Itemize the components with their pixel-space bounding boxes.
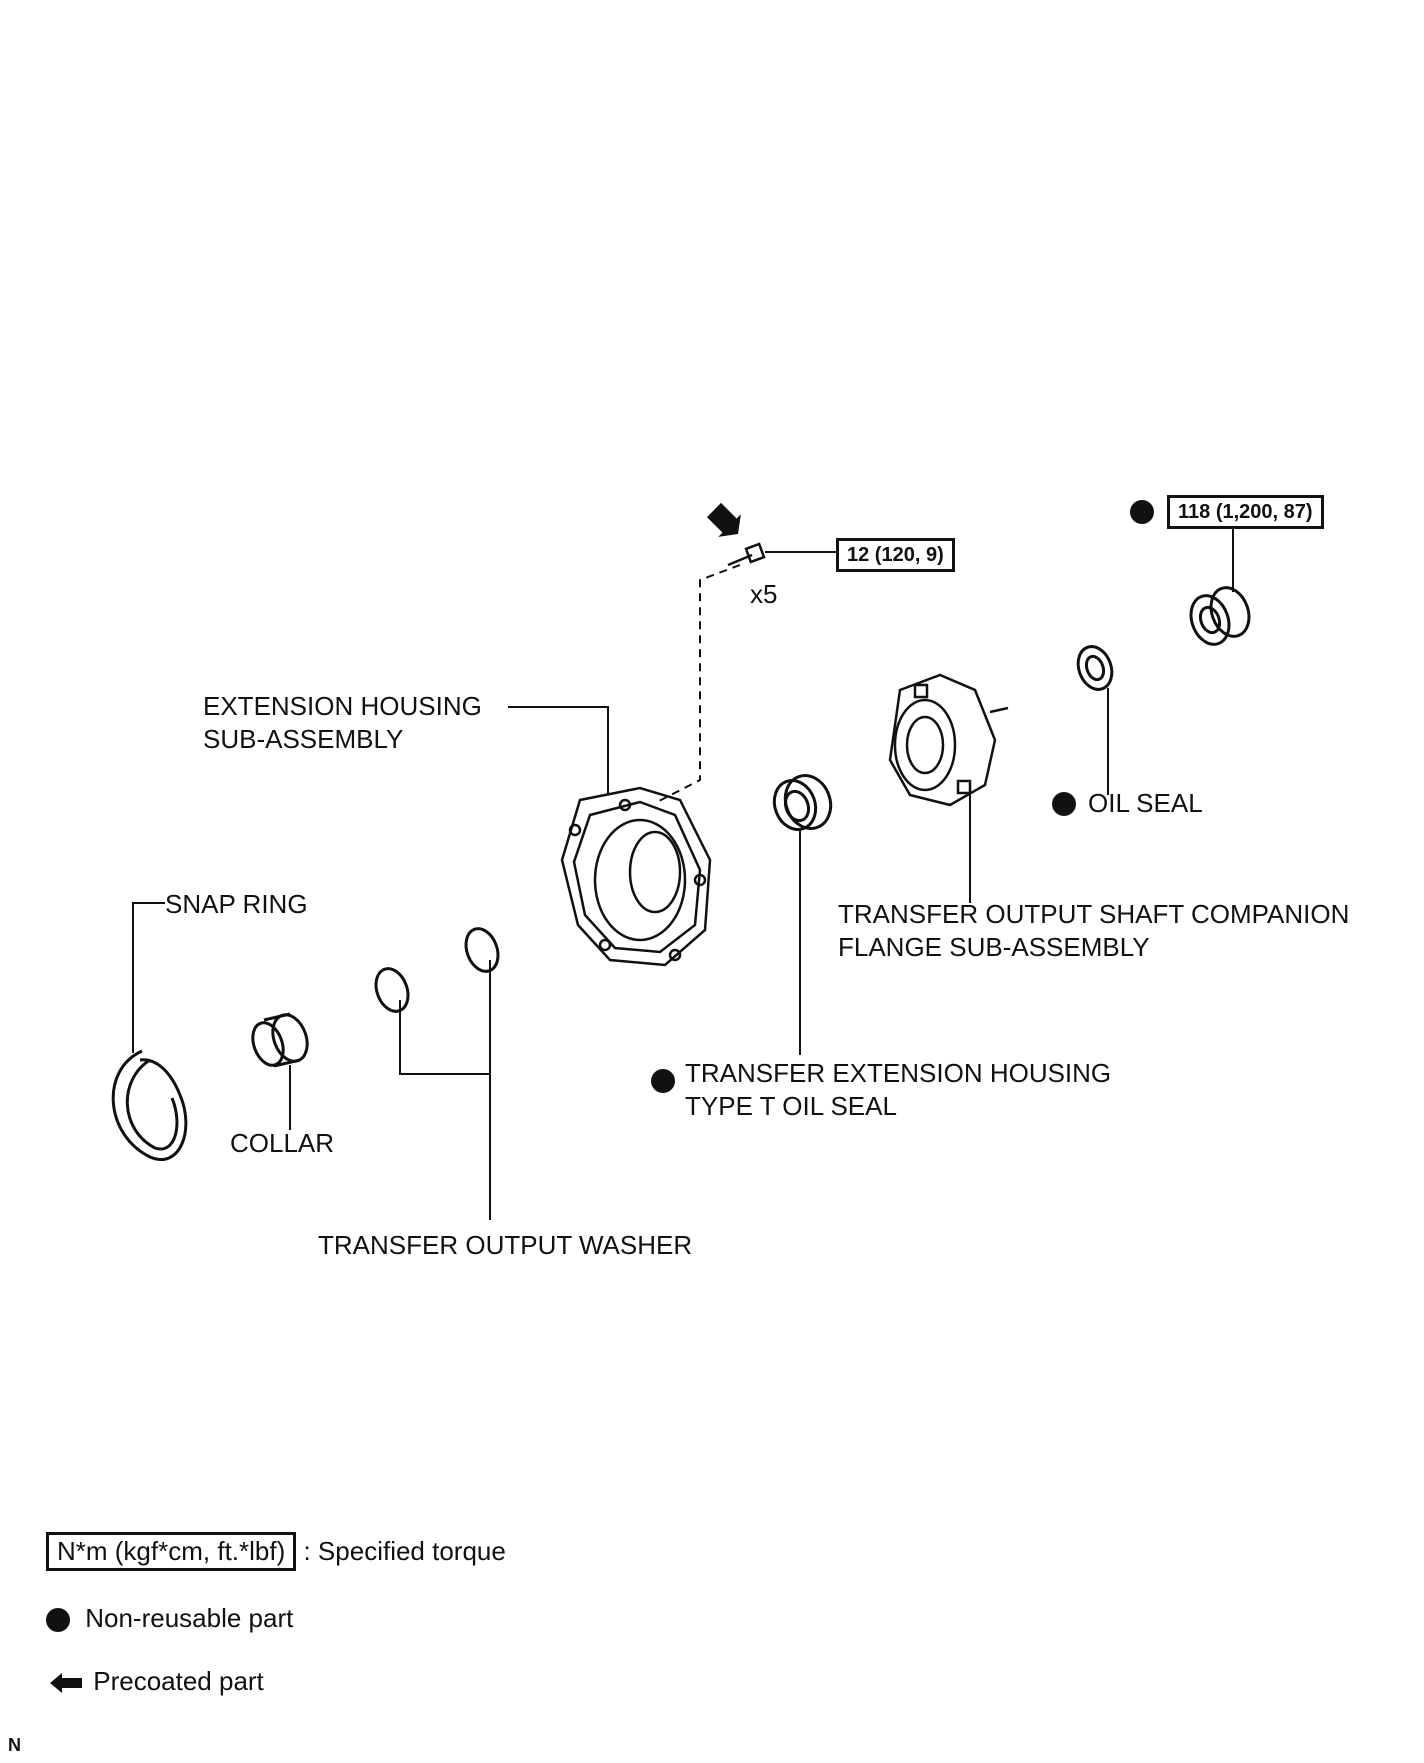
collar-label: COLLAR bbox=[230, 1128, 335, 1158]
snap-ring-part bbox=[111, 1049, 188, 1161]
nonreusable-dot-icon bbox=[651, 1069, 675, 1093]
precoat-icon bbox=[706, 502, 741, 537]
nonreusable-dot-icon bbox=[1130, 500, 1154, 524]
legend-torque: N*m (kgf*cm, ft.*lbf) : Specified torque bbox=[46, 1532, 506, 1571]
legend-torque-unit: N*m (kgf*cm, ft.*lbf) bbox=[46, 1532, 297, 1571]
corner-mark: N bbox=[8, 1735, 21, 1755]
bolt-part bbox=[727, 542, 766, 567]
output-washer-label: TRANSFER OUTPUT WASHER bbox=[318, 1230, 693, 1260]
bolt-dashed-leader bbox=[654, 564, 741, 804]
oil-seal-part bbox=[1076, 645, 1114, 691]
legend-nonreusable-text: Non-reusable part bbox=[85, 1603, 294, 1633]
nut-torque-box: 118 (1,200, 87) bbox=[1167, 495, 1324, 529]
washer-leader bbox=[399, 1000, 491, 1220]
legend-torque-desc: : Specified torque bbox=[303, 1536, 506, 1566]
extension-housing-leader bbox=[508, 706, 609, 795]
oil-seal-label: OIL SEAL bbox=[1088, 788, 1203, 818]
legend-precoated: Precoated part bbox=[46, 1666, 264, 1697]
snap-ring-leader bbox=[132, 902, 165, 1053]
companion-flange-part bbox=[888, 673, 1009, 807]
nonreusable-dot-icon bbox=[46, 1608, 70, 1633]
companion-flange-label: TRANSFER OUTPUT SHAFT COMPANION FLANGE S… bbox=[838, 899, 1350, 962]
type-t-oil-seal-label: TRANSFER EXTENSION HOUSING TYPE T OIL SE… bbox=[685, 1058, 1112, 1121]
washer-small bbox=[374, 967, 410, 1013]
type-t-oil-seal-part bbox=[772, 774, 833, 831]
legend-nonreusable: Non-reusable part bbox=[46, 1603, 293, 1634]
nonreusable-dot-icon bbox=[1052, 792, 1076, 816]
extension-housing-label: EXTENSION HOUSING SUB-ASSEMBLY bbox=[203, 691, 482, 754]
bolt-torque-box: 12 (120, 9) bbox=[836, 538, 955, 572]
x5-label: x5 bbox=[750, 579, 778, 609]
nut-part bbox=[1189, 586, 1251, 646]
collar-part bbox=[251, 1012, 309, 1068]
snap-ring-label: SNAP RING bbox=[165, 889, 308, 919]
precoat-icon bbox=[50, 1673, 82, 1694]
legend-precoated-text: Precoated part bbox=[93, 1666, 264, 1696]
extension-housing-part bbox=[560, 786, 712, 967]
washer-large bbox=[464, 927, 500, 973]
